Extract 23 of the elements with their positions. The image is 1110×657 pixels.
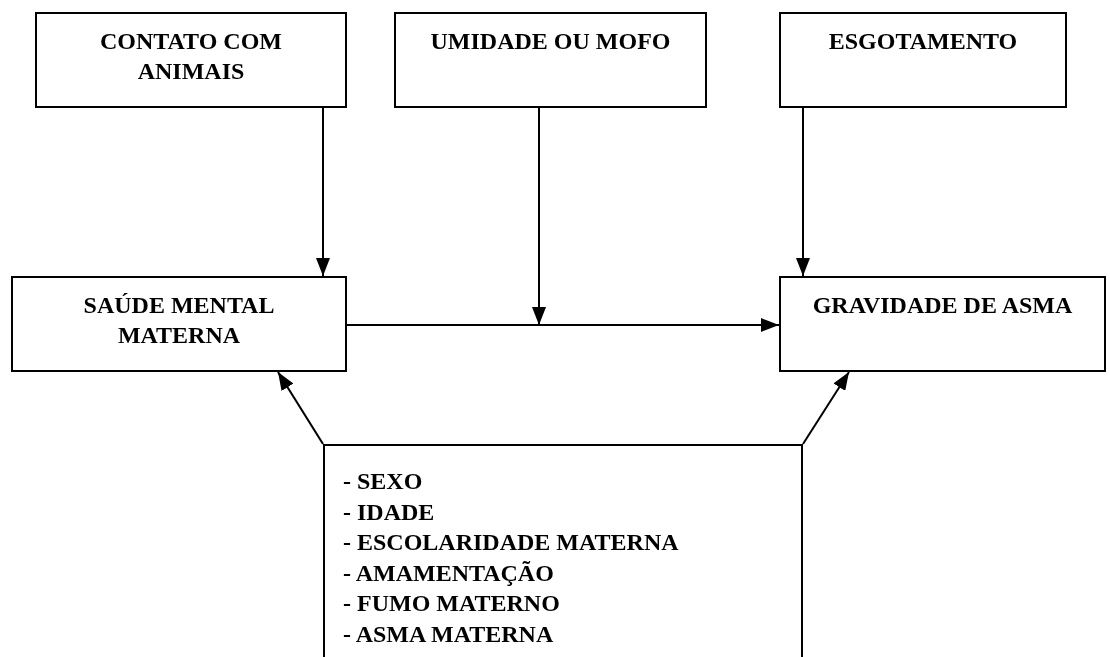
process-box [35, 12, 347, 108]
process-box [779, 12, 1067, 108]
arrow [346, 318, 780, 332]
arrow [316, 107, 330, 277]
process-box [779, 276, 1106, 372]
arrow [277, 371, 324, 445]
arrow [802, 371, 850, 445]
box-label: ESGOTAMENTO [828, 27, 1018, 56]
arrow [532, 107, 546, 326]
process-box [11, 276, 347, 372]
process-box [394, 12, 707, 108]
box-label: CONTATO COM ANIMAIS [99, 27, 283, 86]
box-label: UMIDADE OU MOFO [430, 27, 671, 56]
arrow [796, 107, 810, 277]
box-label: SAÚDE MENTAL MATERNA [82, 291, 276, 350]
list-item: - SEXO [343, 467, 423, 496]
list-item: - AMAMENTAÇÃO [343, 558, 554, 588]
box-label: GRAVIDADE DE ASMA [812, 291, 1073, 320]
list-item: - FUMO MATERNO [343, 589, 560, 618]
list-item: - ASMA MATERNA [343, 619, 554, 649]
process-box [323, 444, 803, 657]
list-item: - IDADE [343, 497, 435, 527]
list-item: - ESCOLARIDADE MATERNA [343, 528, 679, 557]
